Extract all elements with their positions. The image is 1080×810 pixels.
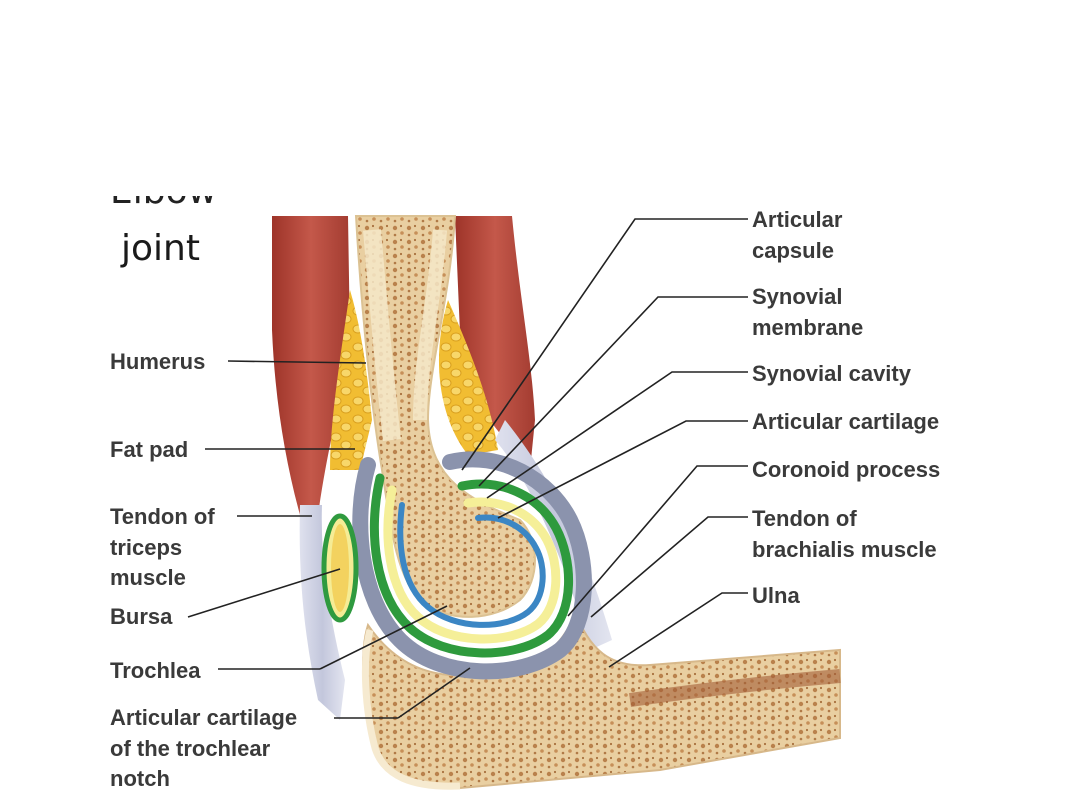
label-articular-cartilage-trochlear-notch: Articular cartilage of the trochlear not… xyxy=(110,705,298,791)
brachialis-muscle xyxy=(455,216,535,470)
anterior-fat-pad xyxy=(438,300,498,455)
leader-lines xyxy=(187,218,748,719)
posterior-fat-pad xyxy=(330,290,372,470)
synovial-membrane-band xyxy=(369,473,573,658)
label-humerus: Humerus xyxy=(110,349,206,374)
label-coronoid-process: Coronoid process xyxy=(752,457,941,482)
label-articular-cartilage: Articular cartilage xyxy=(752,409,940,434)
label-bursa: Bursa xyxy=(110,604,173,629)
label-ulna: Ulna xyxy=(752,583,800,608)
slide-title: joint xyxy=(121,228,200,269)
label-tendon-of-brachialis: Tendon of brachialis muscle xyxy=(752,506,937,562)
triceps-tendon xyxy=(299,505,345,720)
articular-cartilage-band xyxy=(397,502,546,628)
label-synovial-cavity: Synovial cavity xyxy=(752,361,911,386)
label-fat-pad: Fat pad xyxy=(110,437,189,462)
label-tendon-of-triceps: Tendon of triceps muscle xyxy=(110,504,215,590)
articular-capsule-band xyxy=(352,451,592,680)
synovial-cavity-band xyxy=(383,485,561,644)
partial-heading: Elbow xyxy=(110,196,230,212)
triceps-muscle xyxy=(272,216,350,515)
label-trochlea: Trochlea xyxy=(110,658,201,683)
label-articular-capsule: Articular capsule xyxy=(752,207,843,263)
label-synovial-membrane: Synovial membrane xyxy=(752,284,864,340)
